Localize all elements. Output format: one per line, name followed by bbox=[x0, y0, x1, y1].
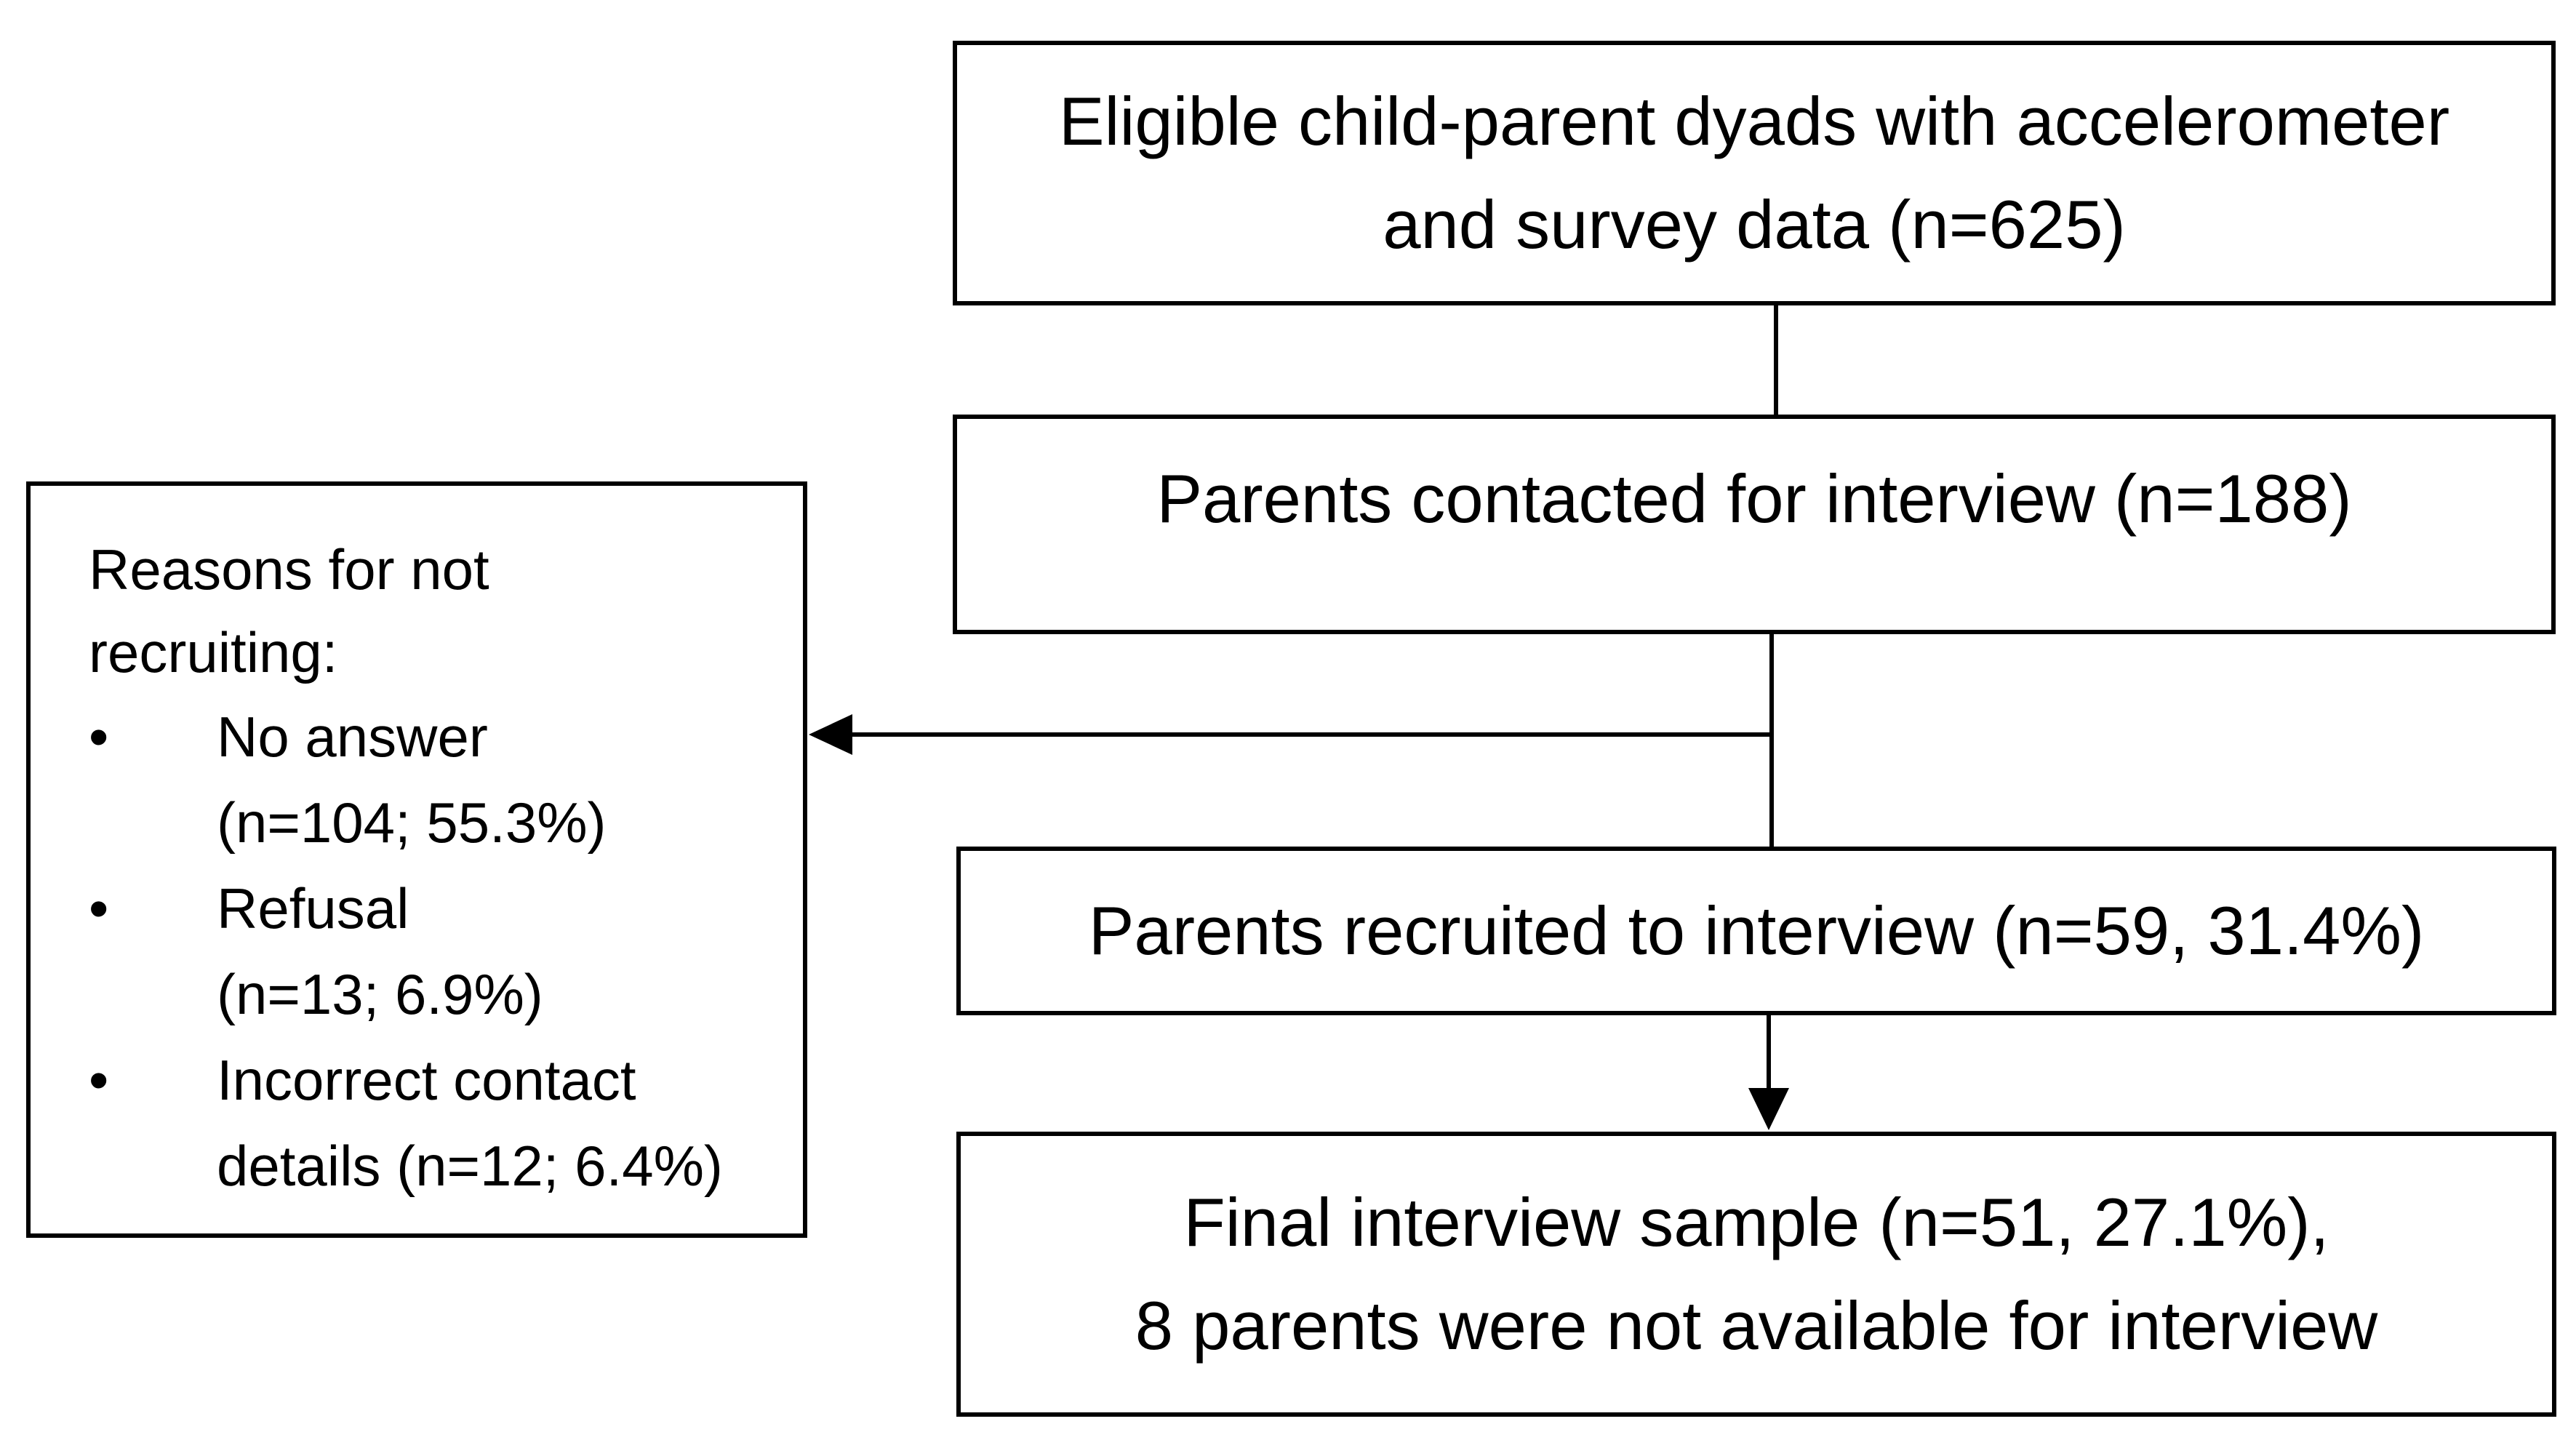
contacted-line-1: Parents contacted for interview (n=188) bbox=[1156, 460, 2352, 537]
final-line-1: Final interview sample (n=51, 27.1%), bbox=[1183, 1184, 2329, 1260]
box-reasons-not-recruiting: Reasons for not recruiting: • No answer … bbox=[26, 481, 807, 1238]
reason-line-2: (n=104; 55.3%) bbox=[217, 791, 607, 855]
reason-line-2: (n=13; 6.9%) bbox=[217, 962, 543, 1026]
reasons-heading-line-2: recruiting: bbox=[89, 620, 338, 684]
box-eligible-dyads: Eligible child-parent dyads with acceler… bbox=[953, 41, 2556, 305]
reason-item: • Refusal (n=13; 6.9%) bbox=[89, 865, 803, 1037]
box-parents-contacted: Parents contacted for interview (n=188) bbox=[953, 415, 2556, 634]
arrowhead-down-icon bbox=[1748, 1088, 1789, 1130]
bullet-icon: • bbox=[89, 876, 109, 940]
recruited-line-1: Parents recruited to interview (n=59, 31… bbox=[1088, 892, 2425, 969]
arrowhead-left-icon bbox=[809, 714, 852, 755]
bullet-icon: • bbox=[89, 705, 109, 769]
reason-line-2: details (n=12; 6.4%) bbox=[217, 1134, 723, 1198]
box-final-sample: Final interview sample (n=51, 27.1%), 8 … bbox=[956, 1132, 2556, 1417]
reason-item: • No answer (n=104; 55.3%) bbox=[89, 694, 803, 865]
eligible-line-1: Eligible child-parent dyads with acceler… bbox=[1058, 83, 2450, 159]
reasons-heading-line-1: Reasons for not bbox=[89, 537, 489, 601]
reason-item: • Incorrect contact details (n=12; 6.4%) bbox=[89, 1037, 803, 1209]
final-line-2: 8 parents were not available for intervi… bbox=[1135, 1287, 2378, 1364]
box-parents-recruited: Parents recruited to interview (n=59, 31… bbox=[956, 847, 2556, 1015]
bullet-icon: • bbox=[89, 1048, 109, 1112]
eligible-line-2: and survey data (n=625) bbox=[1383, 186, 2126, 263]
reasons-heading: Reasons for not recruiting: bbox=[89, 528, 598, 694]
reason-line-1: Incorrect contact bbox=[217, 1048, 636, 1112]
reason-line-1: No answer bbox=[217, 705, 488, 769]
reason-line-1: Refusal bbox=[217, 876, 409, 940]
